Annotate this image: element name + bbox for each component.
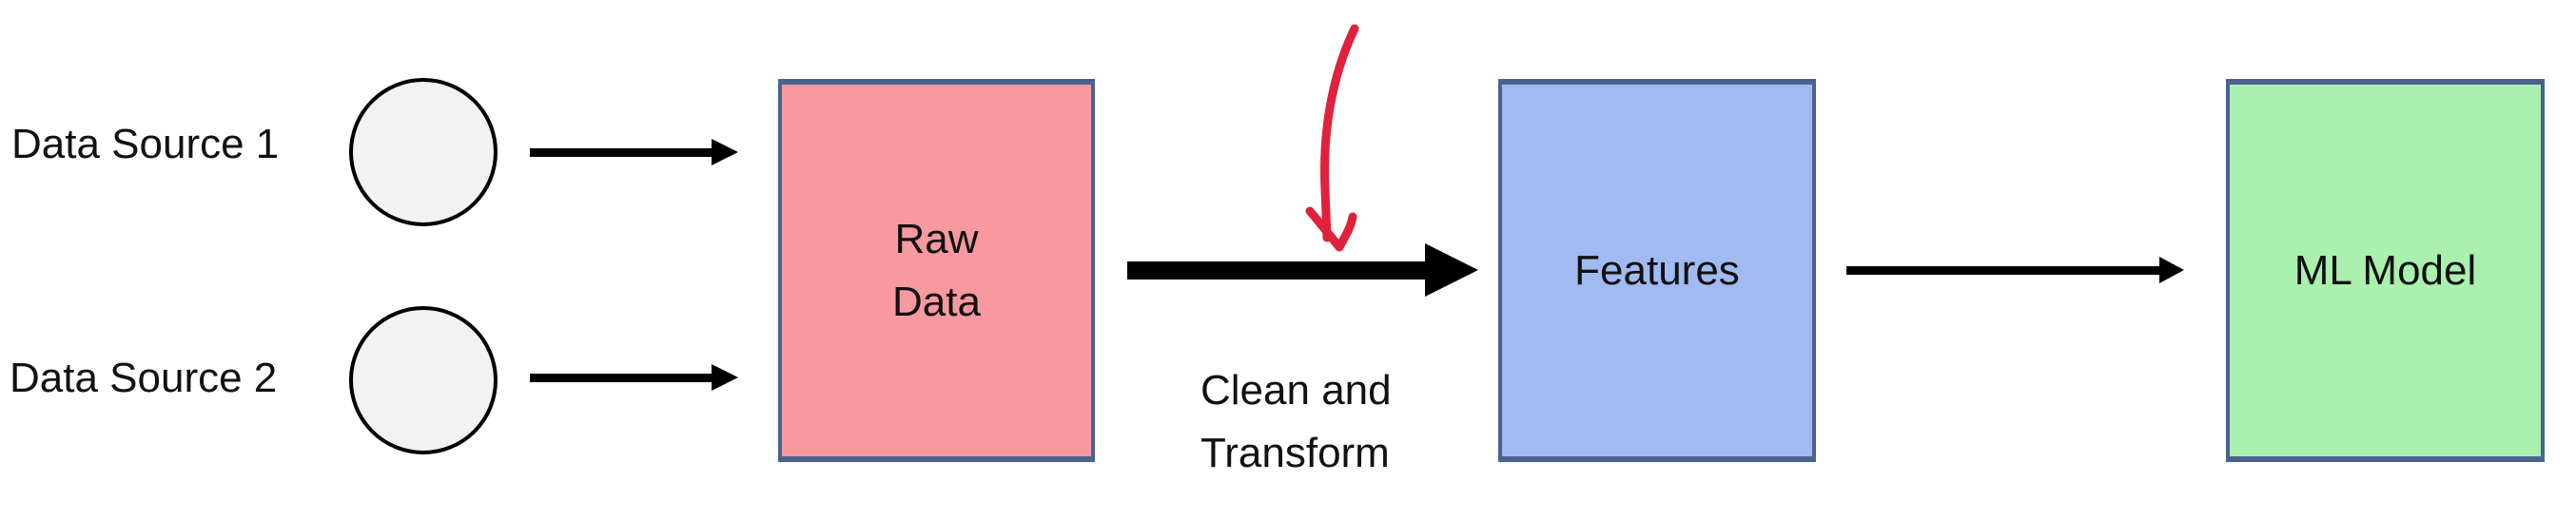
arrow-raw-to-features	[1127, 243, 1478, 297]
transform-label: Clean and Transform	[1200, 359, 1392, 485]
data-source-1-node	[349, 78, 498, 226]
arrow-features-to-model	[1846, 257, 2184, 283]
transform-label-line2: Transform	[1200, 430, 1390, 476]
data-source-2-label: Data Source 2	[10, 355, 278, 401]
raw-data-label-line1: Raw	[894, 215, 979, 262]
ml-model-label: ML Model	[2293, 246, 2477, 294]
arrow-source1-to-raw	[530, 139, 738, 165]
data-source-2-node	[349, 306, 498, 454]
red-annotation-arrow-icon	[1305, 24, 1359, 252]
ml-model-box: ML Model	[2226, 79, 2545, 462]
features-box: Features	[1498, 79, 1816, 462]
transform-label-line1: Clean and	[1200, 367, 1392, 414]
arrow-source2-to-raw	[530, 364, 738, 391]
features-label: Features	[1574, 246, 1740, 294]
raw-data-label-line2: Data	[892, 278, 981, 325]
data-source-1-label: Data Source 1	[11, 121, 280, 167]
